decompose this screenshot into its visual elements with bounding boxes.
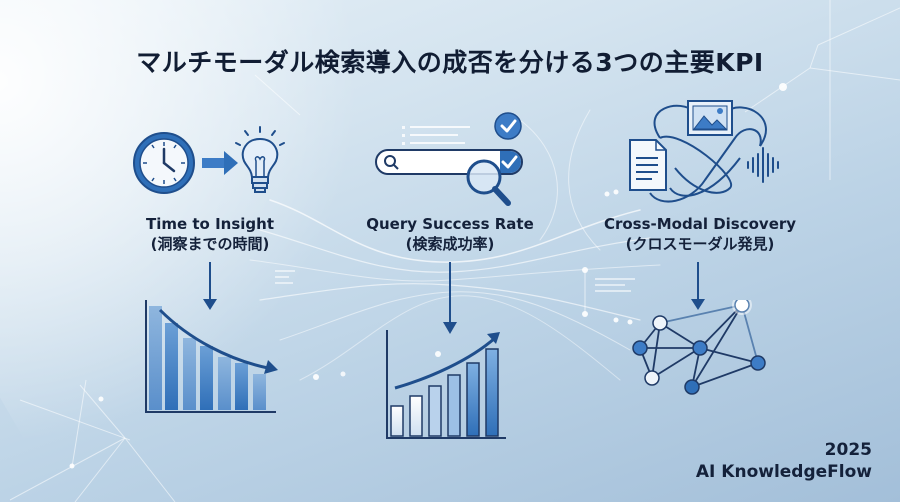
image-document-audio-loop-icon — [629, 100, 779, 203]
search-bar-with-checkmarks-icon — [375, 112, 523, 206]
kpi-label-en: Query Success Rate — [366, 215, 534, 233]
footer-year: 2025 — [824, 440, 872, 460]
kpi-label-ja: (洞察までの時間) — [150, 235, 270, 253]
search-icon — [384, 155, 396, 167]
page-title: マルチモーダル検索導入の成否を分ける3つの主要KPI — [136, 47, 764, 77]
arrow-right-icon — [202, 151, 238, 175]
clock-icon — [133, 132, 195, 194]
kpi-label-en: Time to Insight — [145, 215, 274, 233]
decreasing-bar-chart-icon — [145, 300, 278, 413]
document-icon — [629, 139, 667, 191]
kpi-time-to-insight-label: Time to Insight (洞察までの時間) — [120, 214, 300, 254]
increasing-bar-chart-icon — [386, 330, 506, 439]
kpi-label-ja: (クロスモーダル発見) — [625, 235, 775, 253]
magnifier-icon — [466, 159, 511, 206]
kpi-label-ja: (検索成功率) — [405, 235, 495, 253]
network-graph-icon — [632, 300, 766, 395]
checkmark-circle-icon — [494, 112, 522, 140]
arrow-down-icon — [443, 262, 457, 334]
arrow-down-icon — [691, 262, 705, 310]
audio-waveform-icon — [747, 147, 779, 183]
image-icon — [687, 100, 733, 136]
arrow-down-icon — [203, 262, 217, 310]
kpi-label-en: Cross-Modal Discovery — [603, 215, 797, 233]
footer-brand: AI KnowledgeFlow — [695, 462, 872, 482]
kpi-cross-modal-discovery-label: Cross-Modal Discovery (クロスモーダル発見) — [600, 214, 800, 254]
kpi-query-success-rate-label: Query Success Rate (検索成功率) — [360, 214, 540, 254]
lightbulb-icon — [235, 126, 285, 193]
clock-to-lightbulb-icon — [133, 126, 285, 194]
